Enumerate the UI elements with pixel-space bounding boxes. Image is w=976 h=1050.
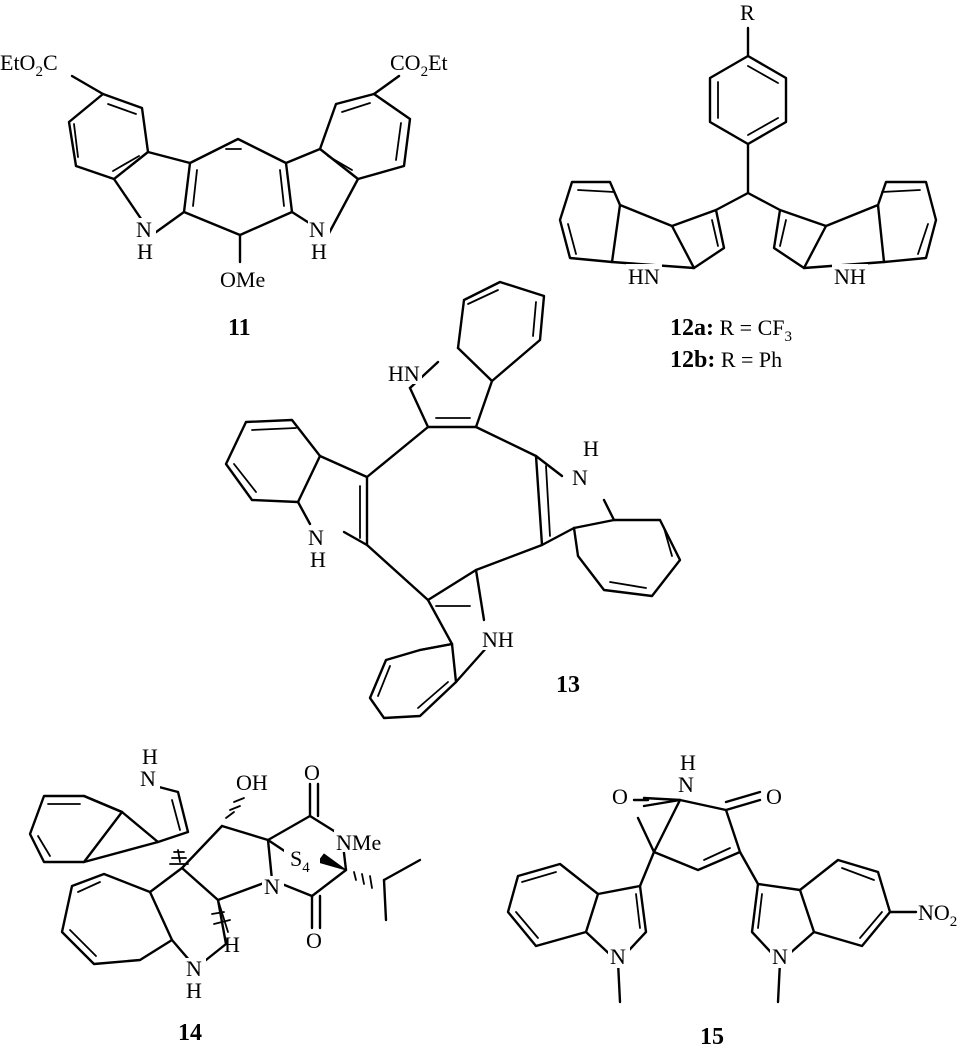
compound-13-atom-labels: HN H N N H NH [306, 361, 599, 652]
compound-11-ester-left: EtO2C [0, 50, 58, 80]
compound-14-o-bottom: O [306, 928, 322, 953]
compound-15-no2: NO2 [918, 900, 957, 930]
compound-15-h-top: H [680, 750, 696, 775]
compound-12a-variant: 12a: R = CF3 [670, 315, 792, 345]
compound-13-number: 13 [556, 672, 580, 698]
compound-14: H N OH O NMe S4 N N H H O 14 [28, 744, 422, 1046]
compound-13-h-left: H [310, 547, 326, 572]
compound-15-atom-labels: H N O O N N NO2 [608, 750, 957, 969]
compound-12b-variant: 12b: R = Ph [670, 347, 782, 373]
compound-11-ester-right: CO2Et [390, 50, 448, 80]
compound-11-bonds [67, 74, 412, 264]
compound-12-hn: HN [628, 264, 660, 289]
compound-14-s4: S4 [290, 846, 310, 876]
compound-12-nh: NH [834, 264, 866, 289]
compound-11-number: 11 [228, 315, 251, 341]
compound-15-bonds [506, 790, 918, 1004]
compound-14-h-stereo: H [224, 932, 240, 957]
compound-12-atom-labels: R HN NH [626, 0, 868, 289]
compound-15-o-right: O [766, 784, 782, 809]
compound-15-n-right: N [772, 944, 788, 969]
compound-12-r: R [740, 0, 755, 25]
compound-13-n-left: N [308, 525, 324, 550]
compound-13-h-right: H [583, 436, 599, 461]
compound-14-h-nh: H [186, 978, 202, 1003]
compound-15-n-top: N [678, 772, 694, 797]
compound-13-n-right: N [572, 465, 588, 490]
compound-12-variants: 12a: R = CF3 12b: R = Ph [670, 315, 792, 373]
compound-14-o-top: O [304, 760, 320, 785]
compound-13-nh-bottom: NH [482, 627, 514, 652]
compound-12-bonds [558, 26, 938, 270]
compound-15-n-left: N [610, 944, 626, 969]
compound-14-n-top: N [140, 766, 156, 791]
compound-15-number: 15 [700, 1024, 724, 1050]
compound-13-hn-top: HN [388, 361, 420, 386]
compound-14-h-top: H [142, 744, 158, 769]
compound-14-atom-labels: H N OH O NMe S4 N N H H O [138, 744, 390, 1003]
compound-11-n-left: N [136, 217, 152, 242]
compound-14-n-ring: N [264, 874, 280, 899]
compound-14-number: 14 [178, 1020, 202, 1046]
compound-13-bonds [224, 280, 682, 720]
compound-11-n-right: N [309, 217, 325, 242]
compound-14-nme: NMe [336, 830, 381, 855]
compound-11-h-left: H [137, 239, 153, 264]
compound-14-nh: N [186, 956, 202, 981]
compound-14-oh: OH [236, 770, 268, 795]
compound-11-atom-labels: EtO2C CO2Et N H N H OMe [0, 50, 448, 292]
compound-12: R HN NH 12a: R = CF3 12b: R = Ph [558, 0, 938, 373]
compound-13: HN H N N H NH 13 [224, 280, 682, 720]
compound-11: EtO2C CO2Et N H N H OMe 11 [0, 50, 448, 341]
compound-15: H N O O N N NO2 15 [506, 750, 957, 1050]
compound-11-ome: OMe [220, 267, 265, 292]
compound-11-h-right: H [311, 239, 327, 264]
compound-15-o-left: O [612, 784, 628, 809]
